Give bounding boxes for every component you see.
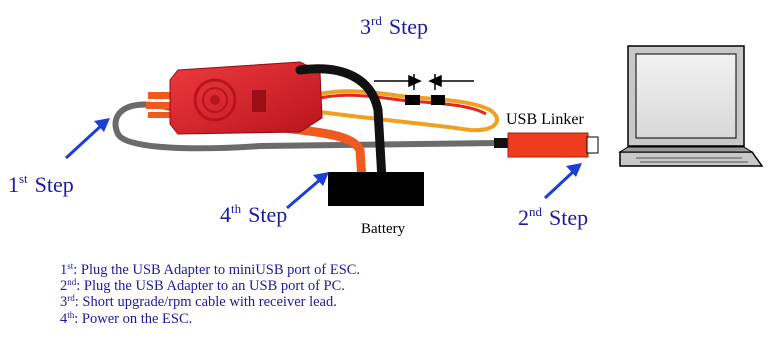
usb-linker-label: USB Linker — [506, 111, 584, 128]
lead-connector-left — [405, 95, 420, 105]
battery-label: Battery — [361, 221, 406, 237]
esc-body — [169, 61, 323, 135]
instruction-step3: 3rd: Short upgrade/rpm cable with receiv… — [60, 293, 337, 311]
usb-plug — [586, 136, 599, 154]
usb-linker — [507, 132, 589, 158]
arrow-step4 — [286, 176, 323, 210]
step-arrows — [64, 118, 582, 210]
battery-wire-black — [295, 64, 387, 185]
instruction-step2: 2nd: Plug the USB Adapter to an USB port… — [60, 277, 345, 295]
short-arrows — [374, 74, 474, 90]
instruction-step1: 1st: Plug the USB Adapter to miniUSB por… — [60, 261, 361, 279]
arrow-step2 — [543, 168, 577, 200]
esc-motor-wires — [146, 92, 178, 118]
battery — [328, 172, 424, 206]
usb-cable — [112, 101, 501, 152]
lead-connector-right — [431, 95, 445, 105]
usb-plug-small — [494, 138, 508, 148]
instruction-step4: 4th: Power on the ESC. — [60, 309, 193, 327]
laptop-icon — [618, 45, 764, 167]
receiver-lead-orange — [299, 89, 499, 133]
arrow-step1-head — [94, 118, 110, 132]
arrow-step4-head — [313, 172, 329, 186]
arrow-step2-head — [566, 163, 582, 177]
receiver-lead-red — [299, 93, 487, 116]
instruction-list: 1st: Plug the USB Adapter to miniUSB por… — [60, 262, 360, 327]
arrow-step1 — [64, 122, 105, 160]
